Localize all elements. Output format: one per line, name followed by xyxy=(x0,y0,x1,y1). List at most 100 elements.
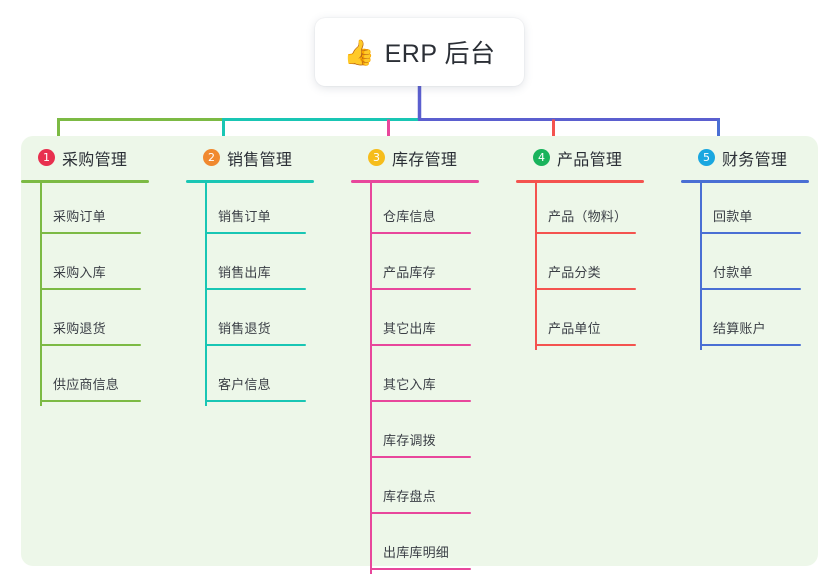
branch-title-2: 销售管理 xyxy=(227,151,293,169)
branch-title-3: 库存管理 xyxy=(392,151,458,169)
branch-item-label: 产品（物料） xyxy=(548,209,628,224)
branch-item-label: 结算账户 xyxy=(713,321,766,336)
branch-item[interactable]: 付款单 xyxy=(681,238,839,294)
branch-item-label: 供应商信息 xyxy=(53,377,120,392)
branch-item-label: 产品单位 xyxy=(548,321,601,336)
branch-spine-4 xyxy=(535,182,537,350)
branch-badge-1: 1 xyxy=(38,149,55,166)
branch-item-rule xyxy=(205,400,306,402)
branch-item-label: 付款单 xyxy=(713,265,753,280)
branch-item-label: 出库库明细 xyxy=(383,545,450,560)
branch-item-label: 客户信息 xyxy=(218,377,271,392)
branch-header-rule-3 xyxy=(351,180,479,183)
branch-item[interactable]: 销售出库 xyxy=(186,238,351,294)
branch-item-list-4: 产品（物料） 产品分类产品单位 xyxy=(516,182,681,350)
branch-item-rule xyxy=(535,288,636,290)
branch-item[interactable]: 采购订单 xyxy=(21,182,186,238)
branches-panel xyxy=(21,136,818,566)
branch-badge-3: 3 xyxy=(368,149,385,166)
branch-item-rule xyxy=(370,344,471,346)
branch-item-label: 库存调拨 xyxy=(383,433,436,448)
branch-header-rule-4 xyxy=(516,180,644,183)
branch-item-rule xyxy=(370,456,471,458)
branch-item-label: 采购入库 xyxy=(53,265,106,280)
branch-item[interactable]: 库存盘点 xyxy=(351,462,516,518)
branch-header-4[interactable]: 4 产品管理 xyxy=(533,136,681,170)
branch-item-rule xyxy=(700,288,801,290)
branch-badge-4: 4 xyxy=(533,149,550,166)
root-title: ERP 后台 xyxy=(384,40,496,68)
root-node-card[interactable]: 👍 ERP 后台 xyxy=(315,18,524,86)
branch-column-5: 5 财务管理回款单付款单结算账户 xyxy=(681,136,839,566)
branch-item-label: 回款单 xyxy=(713,209,753,224)
branch-item-rule xyxy=(370,568,471,570)
branch-item[interactable]: 库存调拨 xyxy=(351,406,516,462)
branch-item[interactable]: 销售退货 xyxy=(186,294,351,350)
branch-item-label: 销售退货 xyxy=(218,321,271,336)
branch-item-list-5: 回款单付款单结算账户 xyxy=(681,182,839,350)
branch-header-3[interactable]: 3 库存管理 xyxy=(368,136,516,170)
branch-item[interactable]: 结算账户 xyxy=(681,294,839,350)
branch-header-1[interactable]: 1 采购管理 xyxy=(38,136,186,170)
branch-item-rule xyxy=(700,232,801,234)
branch-item-rule xyxy=(700,344,801,346)
branch-item[interactable]: 供应商信息 xyxy=(21,350,186,406)
branch-item[interactable]: 销售订单 xyxy=(186,182,351,238)
branch-column-4: 4 产品管理产品（物料） 产品分类产品单位 xyxy=(516,136,681,566)
branch-item[interactable]: 采购退货 xyxy=(21,294,186,350)
branch-item-rule xyxy=(205,232,306,234)
branch-spine-1 xyxy=(40,182,42,406)
branch-item-rule xyxy=(205,344,306,346)
branch-item-label: 库存盘点 xyxy=(383,489,436,504)
branch-item-list-3: 仓库信息产品库存其它出库其它入库库存调拨库存盘点出库库明细 xyxy=(351,182,516,574)
branch-item-label: 采购订单 xyxy=(53,209,106,224)
branch-item-list-2: 销售订单销售出库销售退货客户信息 xyxy=(186,182,351,406)
thumbs-up-icon: 👍 xyxy=(343,37,375,67)
branch-item[interactable]: 客户信息 xyxy=(186,350,351,406)
branch-spine-2 xyxy=(205,182,207,406)
branch-item-rule xyxy=(40,288,141,290)
branch-title-5: 财务管理 xyxy=(722,151,788,169)
branch-spine-3 xyxy=(370,182,372,574)
branch-title-1: 采购管理 xyxy=(62,151,128,169)
branch-header-rule-5 xyxy=(681,180,809,183)
branch-item-rule xyxy=(370,400,471,402)
branch-item[interactable]: 其它入库 xyxy=(351,350,516,406)
branch-item-list-1: 采购订单采购入库采购退货供应商信息 xyxy=(21,182,186,406)
branch-item-rule xyxy=(535,344,636,346)
branch-item-label: 产品分类 xyxy=(548,265,601,280)
branch-item-label: 其它出库 xyxy=(383,321,436,336)
branch-badge-5: 5 xyxy=(698,149,715,166)
branch-header-rule-2 xyxy=(186,180,314,183)
branch-item[interactable]: 产品库存 xyxy=(351,238,516,294)
branch-item-rule xyxy=(370,232,471,234)
branch-item-rule xyxy=(370,512,471,514)
branch-item[interactable]: 产品（物料） xyxy=(516,182,681,238)
branch-item[interactable]: 回款单 xyxy=(681,182,839,238)
branch-item-label: 销售出库 xyxy=(218,265,271,280)
branch-header-2[interactable]: 2 销售管理 xyxy=(203,136,351,170)
branch-column-2: 2 销售管理销售订单销售出库销售退货客户信息 xyxy=(186,136,351,566)
branch-item[interactable]: 采购入库 xyxy=(21,238,186,294)
branch-item-label: 销售订单 xyxy=(218,209,271,224)
branch-badge-2: 2 xyxy=(203,149,220,166)
branch-item-rule xyxy=(40,344,141,346)
branch-columns: 1 采购管理采购订单采购入库采购退货供应商信息 2 销售管理销售订单销售出库销售退货客… xyxy=(21,136,818,574)
branch-title-4: 产品管理 xyxy=(557,151,623,169)
branch-spine-5 xyxy=(700,182,702,350)
branch-item[interactable]: 出库库明细 xyxy=(351,518,516,574)
branch-item-label: 采购退货 xyxy=(53,321,106,336)
branch-item-rule xyxy=(40,232,141,234)
branch-item[interactable]: 仓库信息 xyxy=(351,182,516,238)
branch-header-5[interactable]: 5 财务管理 xyxy=(698,136,839,170)
branch-item-label: 仓库信息 xyxy=(383,209,436,224)
branch-item[interactable]: 产品分类 xyxy=(516,238,681,294)
branch-item-rule xyxy=(370,288,471,290)
branch-item-rule xyxy=(535,232,636,234)
branch-item-label: 产品库存 xyxy=(383,265,436,280)
branch-item-rule xyxy=(40,400,141,402)
branch-item[interactable]: 产品单位 xyxy=(516,294,681,350)
branch-item[interactable]: 其它出库 xyxy=(351,294,516,350)
